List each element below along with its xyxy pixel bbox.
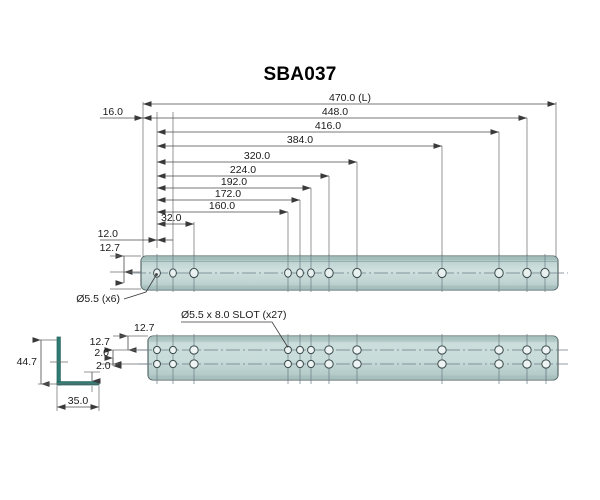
page-title: SBA037	[263, 64, 337, 85]
horizontal-dimension-stack	[100, 101, 557, 272]
section-view: 44.7 2.0 35.0 2.0	[17, 336, 122, 411]
dim-label-470: 470.0 (L)	[329, 92, 371, 104]
dim-label-12: 12.0	[98, 228, 119, 240]
dim-label-section-2-0: 2.0	[96, 360, 111, 372]
horizontal-dimension-labels: 470.0 (L) 448.0 16.0 416.0 384.0 320.0 2…	[98, 92, 371, 240]
dim-label-160: 160.0	[209, 200, 235, 212]
dimension-44-7	[32, 337, 99, 387]
top-view-shading	[141, 256, 558, 290]
dimension-section-2-0	[84, 371, 101, 392]
slot-callout-leader	[181, 321, 289, 348]
dim-label-44-7: 44.7	[17, 356, 38, 368]
dimension-35-0	[56, 386, 100, 411]
bottom-view-slots-row1	[153, 345, 551, 355]
dim-label-192: 192.0	[221, 176, 247, 188]
top-view-holes	[153, 267, 550, 279]
bottom-view-slot-axes	[156, 334, 547, 384]
dim-label-bottom-12-7-b: 12.7	[90, 336, 111, 348]
top-view: 12.7	[76, 242, 568, 305]
dim-label-448: 448.0	[322, 106, 348, 118]
hole-callout-label: Ø5.5 (x6)	[76, 293, 120, 305]
hole-callout-leader	[123, 273, 158, 300]
dim-label-32: 32.0	[161, 212, 182, 224]
dim-label-bottom-12-7-a: 12.7	[134, 322, 155, 334]
dim-label-35-0: 35.0	[68, 395, 89, 407]
dim-label-416: 416.0	[315, 120, 341, 132]
dimension-top-12-7	[110, 253, 141, 290]
slot-callout-label: Ø5.5 x 8.0 SLOT (x27)	[181, 309, 286, 321]
dim-label-224: 224.0	[230, 164, 256, 176]
dim-label-172: 172.0	[215, 188, 241, 200]
bottom-view-slots-row2	[153, 359, 551, 369]
dim-label-top-12-7: 12.7	[100, 242, 121, 254]
extension-lines	[142, 102, 557, 272]
dim-label-left-2-0: 2.0	[94, 347, 109, 359]
bottom-view-body	[147, 335, 559, 381]
bottom-view: 12.7 12.7	[90, 309, 568, 384]
dim-label-320: 320.0	[244, 150, 270, 162]
dim-label-384: 384.0	[287, 134, 313, 146]
dim-label-16: 16.0	[103, 106, 124, 118]
